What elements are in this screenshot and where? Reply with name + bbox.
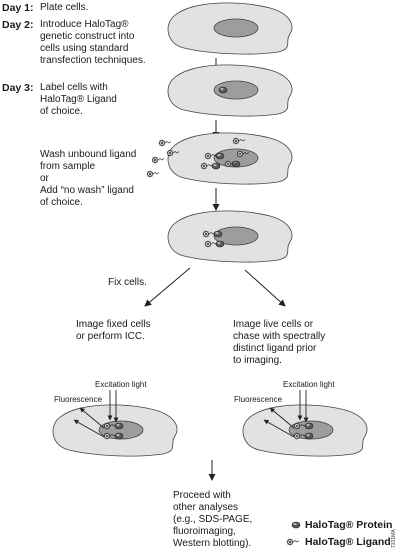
day2-label: Day 2: xyxy=(2,19,34,31)
day1-label: Day 1: xyxy=(2,2,34,14)
proceed-text-3: (e.g., SDS-PAGE, xyxy=(173,514,253,525)
proceed-text-1: Proceed with xyxy=(173,490,231,501)
image-live-text-2: chase with spectrally xyxy=(233,331,326,342)
fix-cells-text: Fix cells. xyxy=(108,277,147,288)
fluorescence-label-left: Fluorescence xyxy=(54,395,103,404)
cell-washed xyxy=(167,210,293,263)
legend-ligand-icon xyxy=(286,538,300,546)
image-live-text-3: distinct ligand prior xyxy=(233,343,317,354)
day3-label: Day 3: xyxy=(2,82,34,94)
image-fixed-text-2: or perform ICC. xyxy=(76,331,145,342)
legend-ligand-label: HaloTag® Ligand xyxy=(305,536,391,548)
proceed-text-2: other analyses xyxy=(173,502,239,513)
wash-text-3: or xyxy=(40,173,49,184)
excitation-label-right: Excitation light xyxy=(283,380,335,389)
wash-text-1: Wash unbound ligand xyxy=(40,149,137,160)
day3-text-3: of choice. xyxy=(40,106,83,117)
legend-protein-label: HaloTag® Protein xyxy=(305,519,393,531)
arrow-fix xyxy=(144,267,191,307)
fluorescence-arrows-right xyxy=(263,407,295,438)
cell-transfected xyxy=(167,64,293,117)
day3-text-2: HaloTag® Ligand xyxy=(40,94,117,105)
image-live-text-4: to imaging. xyxy=(233,355,282,366)
legend-protein-icon xyxy=(291,521,301,529)
day2-text-4: transfection techniques. xyxy=(40,55,146,66)
day2-text-1: Introduce HaloTag® xyxy=(40,19,129,30)
proceed-text-4: fluoroimaging, xyxy=(173,526,236,537)
day3-text-1: Label cells with xyxy=(40,82,108,93)
proceed-text-5: Western blotting). xyxy=(173,538,252,549)
arrow-live xyxy=(244,269,286,307)
figure-code: 7331MA xyxy=(391,529,397,548)
day1-text: Plate cells. xyxy=(40,2,89,13)
cell-plated xyxy=(167,2,293,55)
wash-text-2: from sample xyxy=(40,161,96,172)
excitation-arrows-right xyxy=(297,390,309,423)
fluorescence-arrows-left xyxy=(73,407,105,438)
excitation-label-left: Excitation light xyxy=(95,380,147,389)
wash-text-5: of choice. xyxy=(40,197,83,208)
day2-text-3: cells using standard xyxy=(40,43,129,54)
cell-fixed-imaging xyxy=(52,404,178,457)
wash-text-4: Add “no wash” ligand xyxy=(40,185,134,196)
image-live-text-1: Image live cells or xyxy=(233,319,314,330)
excitation-arrows-left xyxy=(107,390,119,423)
day2-text-2: genetic construct into xyxy=(40,31,135,42)
fluorescence-label-right: Fluorescence xyxy=(234,395,283,404)
cell-labeled xyxy=(167,132,293,185)
cell-live-imaging xyxy=(242,404,368,457)
image-fixed-text-1: Image fixed cells xyxy=(76,319,151,330)
